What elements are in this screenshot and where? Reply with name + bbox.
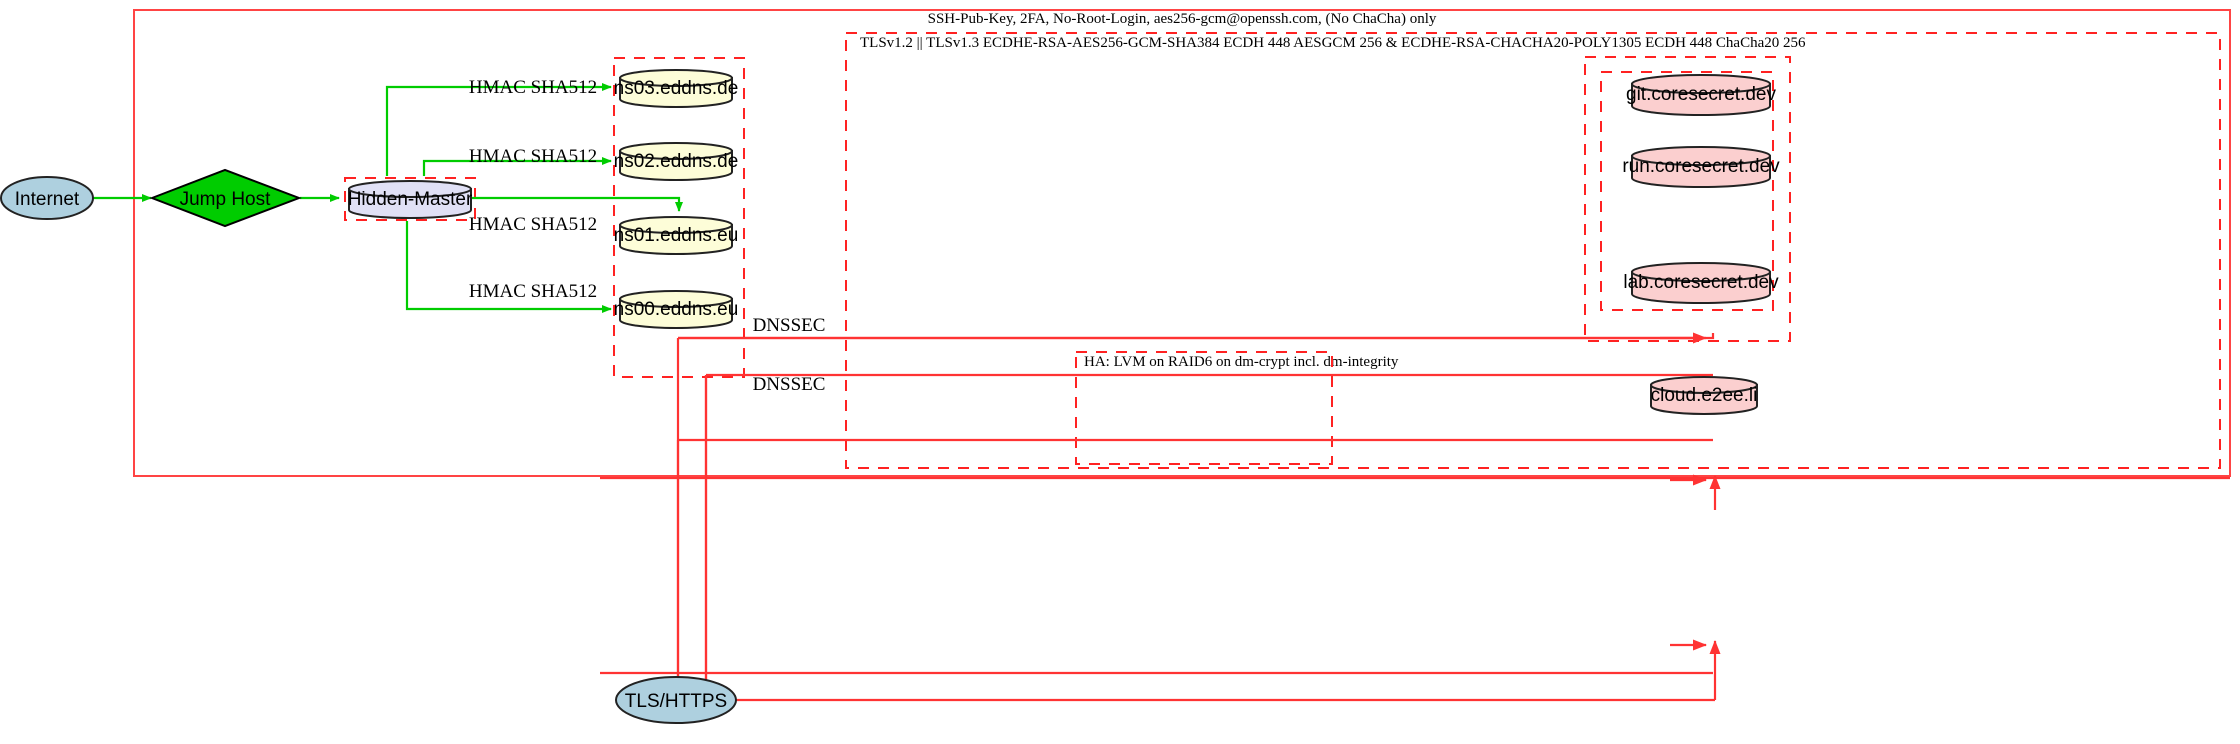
edge-label-hmac-ns02: HMAC SHA512 [469, 146, 597, 167]
node-ns00-label: ns00.eddns.eu [614, 299, 739, 320]
node-cloud-e2ee-label: cloud.e2ee.li [1651, 385, 1758, 406]
edge-hiddenmaster-ns03 [385, 83, 612, 176]
node-internet[interactable]: Internet [0, 176, 94, 220]
node-internet-label: Internet [15, 189, 80, 210]
node-jump-host-label: Jump Host [180, 189, 272, 210]
cluster-dns-servers [613, 57, 745, 378]
node-lab-coresecret[interactable]: lab.coresecret.dev [1623, 262, 1779, 304]
node-ns03-label: ns03.eddns.de [614, 78, 739, 99]
edge-hiddenmaster-ns00 [405, 221, 612, 313]
node-ns00[interactable]: ns00.eddns.eu [614, 290, 739, 329]
node-ns02[interactable]: ns02.eddns.de [614, 142, 739, 181]
node-jump-host[interactable]: Jump Host [149, 168, 302, 228]
node-run-coresecret[interactable]: run.coresecret.dev [1622, 146, 1780, 188]
node-run-coresecret-label: run.coresecret.dev [1622, 156, 1780, 177]
edge-label-hmac-ns00: HMAC SHA512 [469, 281, 597, 302]
cluster-tls-outer [845, 32, 2221, 469]
edge-label-dnssec-upper: DNSSEC [753, 315, 826, 336]
node-git-coresecret[interactable]: git.coresecret.dev [1626, 74, 1776, 116]
cluster-cloud-region [1075, 351, 1333, 465]
edge-label-dnssec-lower: DNSSEC [753, 374, 826, 395]
node-ns01-label: ns01.eddns.eu [614, 225, 739, 246]
node-cloud-e2ee[interactable]: cloud.e2ee.li [1650, 376, 1758, 415]
node-git-coresecret-label: git.coresecret.dev [1626, 84, 1776, 105]
node-ns02-label: ns02.eddns.de [614, 151, 739, 172]
node-lab-coresecret-label: lab.coresecret.dev [1623, 272, 1779, 293]
node-ns03[interactable]: ns03.eddns.de [614, 69, 739, 108]
cluster-coresecret-outer [1584, 56, 1791, 342]
edge-dnssec-upper [676, 333, 1715, 680]
node-tls-https-label: TLS/HTTPS [625, 691, 727, 712]
cluster-coresecret-inner [1600, 71, 1774, 311]
node-ns01[interactable]: ns01.eddns.eu [614, 216, 739, 255]
edge-dnssec-lower [704, 373, 1713, 690]
cluster-ssh-outer [133, 9, 2231, 477]
cluster-ssh-label: SSH-Pub-Key, 2FA, No-Root-Login, aes256-… [928, 11, 1437, 27]
cluster-tls-label: TLSv1.2 || TLSv1.3 ECDHE-RSA-AES256-GCM-… [860, 35, 1806, 51]
edge-hiddenmaster-ns02 [422, 157, 612, 176]
edge-hiddenmaster-ns01 [470, 196, 683, 212]
cluster-ha-label: HA: LVM on RAID6 on dm-crypt incl. dm-in… [1084, 354, 1399, 370]
edge-label-hmac-ns03: HMAC SHA512 [469, 77, 597, 98]
edge-label-hmac-ns01: HMAC SHA512 [469, 214, 597, 235]
node-hidden-master[interactable]: Hidden-Master [348, 180, 473, 219]
node-tls-https[interactable]: TLS/HTTPS [615, 676, 737, 724]
node-hidden-master-label: Hidden-Master [348, 189, 473, 210]
